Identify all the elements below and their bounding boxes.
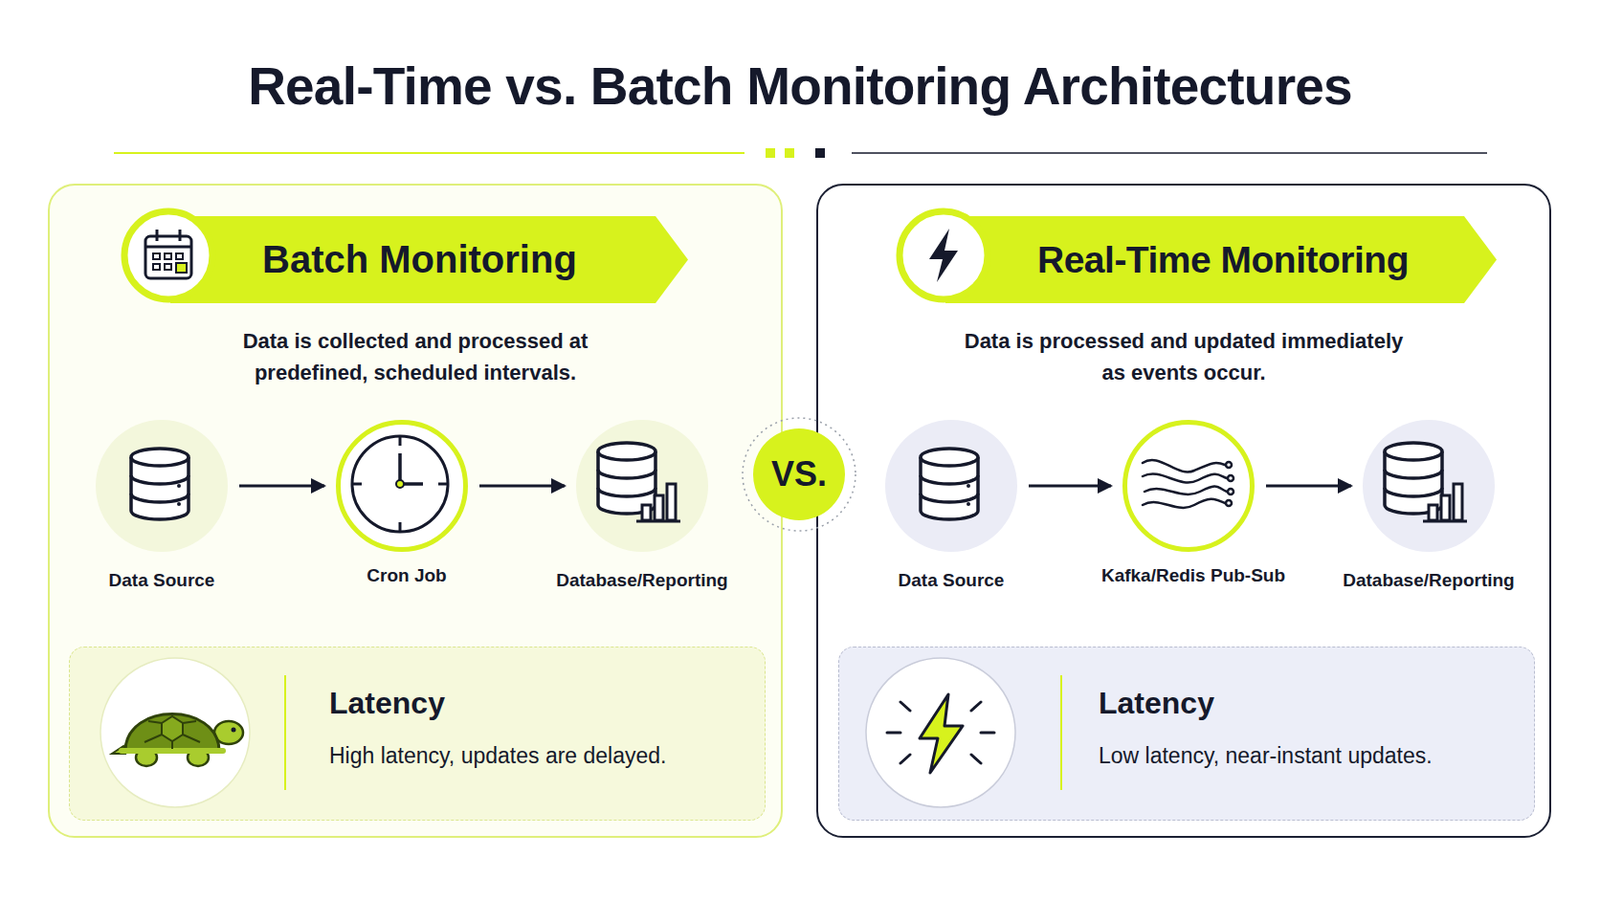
step-label: Database/Reporting [1276, 569, 1581, 593]
latency-description: Low latency, near-instant updates. [1098, 741, 1433, 771]
flow-step: Data Source [885, 420, 1018, 553]
step-label: Cron Job [254, 564, 559, 588]
vs-badge: VS. [753, 428, 845, 521]
banner-fill [945, 216, 1497, 304]
title-rule [851, 152, 1488, 155]
latency-heading: Latency [1098, 684, 1215, 723]
latency-description: High latency, updates are delayed. [329, 741, 667, 771]
panel-description: Data is processed and updated immediatel… [963, 325, 1404, 389]
title-dot [815, 148, 825, 158]
banner: Batch Monitoring [124, 216, 689, 304]
vs-label: VS. [771, 455, 827, 494]
banner: Real-Time Monitoring [899, 216, 1497, 304]
latency-heading: Latency [329, 684, 445, 723]
flow-step: Cron Job [335, 420, 468, 553]
title-dot [765, 148, 776, 158]
step-label: Database/Reporting [489, 569, 795, 593]
title-rule [113, 152, 745, 155]
latency-box: LatencyLow latency, near-instant updates… [838, 646, 1535, 822]
panel: Data is processed and updated immediatel… [816, 183, 1552, 839]
step-label: Data Source [9, 569, 314, 593]
banner-title: Batch Monitoring [262, 216, 578, 304]
banner-fill [170, 216, 689, 304]
banner-title: Real-Time Monitoring [1037, 216, 1409, 304]
flow-step: Database/Reporting [576, 420, 709, 553]
step-label: Data Source [799, 569, 1104, 593]
title-dot [784, 148, 795, 158]
latency-box: LatencyHigh latency, updates are delayed… [68, 646, 766, 822]
panel-description: Data is collected and processed at prede… [195, 325, 636, 389]
panel: Data is collected and processed at prede… [47, 183, 783, 839]
step-label: Kafka/Redis Pub-Sub [1041, 564, 1346, 588]
flow-step: Database/Reporting [1362, 420, 1495, 553]
flow-step: Kafka/Redis Pub-Sub [1122, 420, 1255, 553]
diagram-title: Real-Time vs. Batch Monitoring Architect… [0, 55, 1600, 117]
flow-step: Data Source [95, 420, 228, 553]
